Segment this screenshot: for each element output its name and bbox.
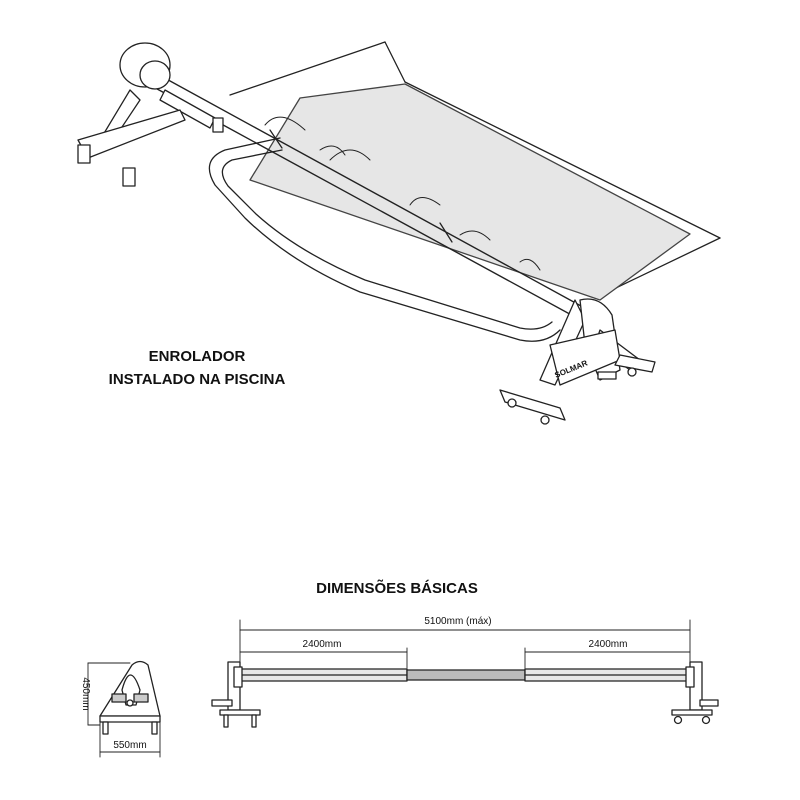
caption-line-2: INSTALADO NA PISCINA	[109, 371, 286, 388]
dim-left-tube: 2400mm	[303, 639, 342, 650]
cover-straps	[264, 116, 541, 271]
pool-cover-sheet	[249, 83, 691, 301]
front-right-stand	[671, 661, 719, 725]
front-view-roller	[239, 668, 691, 682]
pool-rail-tube	[208, 137, 561, 342]
caption-line-1: ENROLADOR	[149, 348, 246, 365]
dim-base-width: 550mm	[113, 740, 146, 751]
dimension-lines	[87, 619, 691, 758]
front-left-stand	[211, 661, 261, 728]
left-roller-stand	[77, 42, 224, 187]
dim-total-length: 5100mm (máx)	[424, 616, 491, 627]
right-roller-stand: SOLMAR	[499, 298, 656, 425]
dim-right-tube: 2400mm	[589, 639, 628, 650]
side-view-stand	[99, 660, 161, 735]
dim-height: 450mm	[80, 677, 91, 710]
pool-rail-tube-inner	[221, 149, 553, 330]
dimensions-title: DIMENSÕES BÁSICAS	[316, 579, 478, 597]
